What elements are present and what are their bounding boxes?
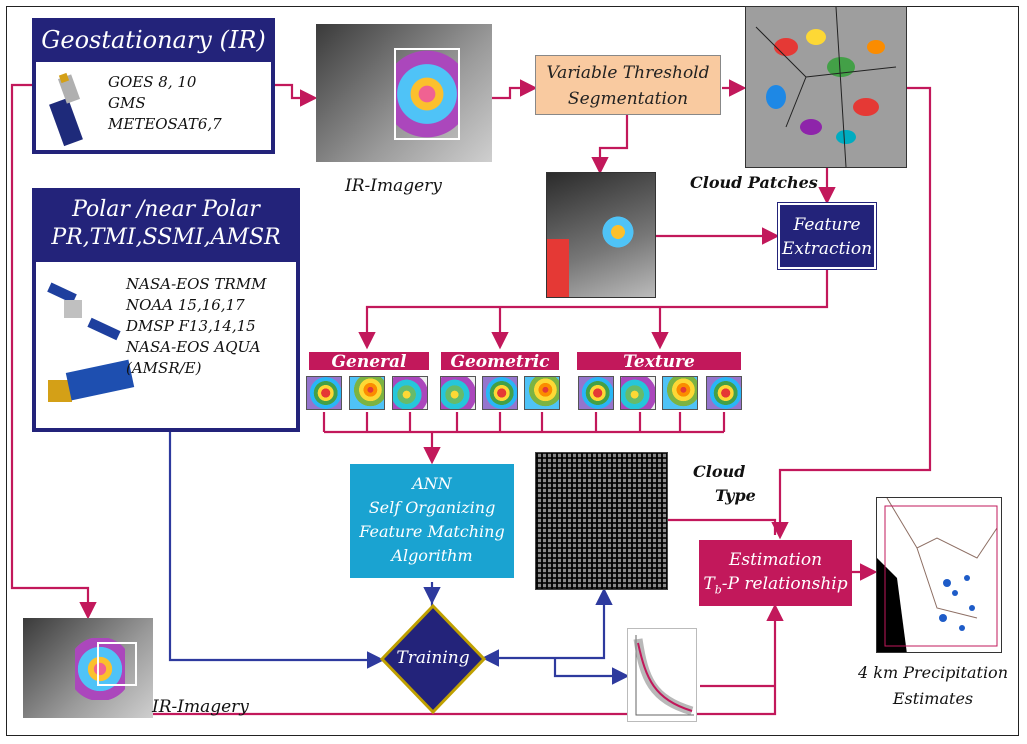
- geo-sat-3: METEOSAT6,7: [108, 115, 222, 133]
- category-texture: Texture: [576, 351, 742, 372]
- geostationary-list: GOES 8, 10 GMS METEOSAT6,7: [108, 72, 222, 135]
- training-diamond: [380, 604, 486, 714]
- estimation-line2: Tb-P relationship: [699, 572, 852, 602]
- cloud-type-line1: Cloud: [693, 462, 746, 481]
- segmentation-line1: Variable Threshold: [546, 63, 710, 83]
- estimation-line1: Estimation: [728, 550, 823, 570]
- geometric-thumb-3: [524, 376, 560, 410]
- geostationary-body: GOES 8, 10 GMS METEOSAT6,7: [36, 62, 271, 150]
- tb-p-scatter-plot: [627, 628, 697, 722]
- som-grid-image: [535, 452, 668, 590]
- polar-sat-3: DMSP F13,14,15: [126, 317, 256, 335]
- wire-thumbnail-comb: [322, 412, 726, 434]
- texture-thumb-4: [706, 376, 742, 410]
- ir-region-box: [394, 48, 460, 140]
- cloud-patches-label: Cloud Patches: [690, 173, 818, 192]
- wire-feature-to-general: [358, 270, 829, 350]
- general-thumb-3: [392, 376, 428, 410]
- estimation-box: Estimation Tb-P relationship: [699, 540, 852, 606]
- wire-training-to-celltype: [481, 587, 613, 667]
- polar-sat-1: NASA-EOS TRMM: [126, 275, 267, 293]
- wire-geo-to-bottom-ir: [10, 83, 97, 620]
- training-label: Training: [396, 648, 470, 668]
- polar-sat-2: NOAA 15,16,17: [126, 296, 245, 314]
- wire-type-to-estimation: [668, 518, 777, 535]
- polar-satellites-icon: [47, 282, 135, 402]
- estimation-rel: -P relationship: [721, 574, 848, 594]
- geometric-thumb-1: [440, 376, 476, 410]
- satellite-icon: [49, 72, 83, 147]
- estimation-t: T: [703, 574, 715, 594]
- feature-extraction-box: Feature Extraction: [777, 202, 877, 270]
- precip-line2: Estimates: [892, 689, 974, 708]
- wire-patches-to-estimation: [771, 86, 932, 540]
- category-geometric: Geometric: [440, 351, 560, 372]
- wire-training-to-scatter: [553, 658, 630, 685]
- geostationary-title: Geostationary (IR): [41, 26, 266, 54]
- cloud-patches-map: [745, 6, 907, 168]
- ir-bottom-region-box: [97, 642, 137, 686]
- segmented-map: [546, 172, 656, 298]
- geo-sat-2: GMS: [108, 94, 146, 112]
- cloud-type-line2: Type: [715, 486, 756, 505]
- polar-title-line1: Polar /near Polar: [72, 197, 260, 222]
- ir-imagery-bottom: [23, 618, 153, 718]
- segmentation-box: Variable Threshold Segmentation: [535, 55, 721, 115]
- general-thumb-1: [306, 376, 342, 410]
- texture-thumb-3: [662, 376, 698, 410]
- geo-sat-1: GOES 8, 10: [108, 73, 197, 91]
- ann-line1: ANN: [412, 474, 452, 493]
- feature-line2: Extraction: [781, 239, 873, 259]
- cloud-type-label: Cloud Type: [693, 460, 756, 508]
- polar-sat-5: (AMSR/E): [126, 359, 202, 377]
- estimation-sub: b: [714, 583, 722, 597]
- geometric-thumb-2: [482, 376, 518, 410]
- precip-label: 4 km Precipitation Estimates: [858, 660, 1008, 712]
- polar-sat-4: NASA-EOS AQUA: [126, 338, 261, 356]
- polar-list: NASA-EOS TRMM NOAA 15,16,17 DMSP F13,14,…: [126, 274, 266, 379]
- ir-imagery-top: [316, 24, 492, 162]
- feature-line1: Feature: [793, 215, 861, 235]
- polar-title-line2: PR,TMI,SSMI,AMSR: [51, 225, 281, 250]
- ann-box: ANN Self Organizing Feature Matching Alg…: [350, 464, 514, 578]
- precipitation-map: [876, 497, 1002, 653]
- texture-thumb-2: [620, 376, 656, 410]
- segmentation-line2: Segmentation: [567, 89, 689, 109]
- category-general: General: [308, 351, 430, 372]
- polar-panel: Polar /near Polar PR,TMI,SSMI,AMSR NASA-…: [32, 188, 300, 432]
- texture-thumb-1: [578, 376, 614, 410]
- wire-geo-to-ir: [275, 83, 318, 107]
- ann-line4: Algorithm: [391, 546, 473, 565]
- polar-body: NASA-EOS TRMM NOAA 15,16,17 DMSP F13,14,…: [36, 262, 296, 428]
- ir-imagery-top-label: IR-Imagery: [345, 176, 442, 196]
- ann-line2: Self Organizing: [368, 498, 496, 517]
- ir-imagery-bottom-label: IR-Imagery: [152, 697, 249, 717]
- wire-seg-to-map: [591, 115, 629, 175]
- geostationary-panel: Geostationary (IR) GOES 8, 10 GMS METEOS…: [32, 18, 275, 154]
- wire-polar-to-training: [168, 432, 385, 669]
- diagram-frame: [6, 6, 1019, 736]
- general-thumb-2: [349, 376, 385, 410]
- polar-title: Polar /near Polar PR,TMI,SSMI,AMSR: [34, 190, 298, 252]
- precip-line1: 4 km Precipitation: [858, 663, 1008, 682]
- wire-ir-to-seg: [492, 79, 538, 100]
- ann-line3: Feature Matching: [359, 522, 505, 541]
